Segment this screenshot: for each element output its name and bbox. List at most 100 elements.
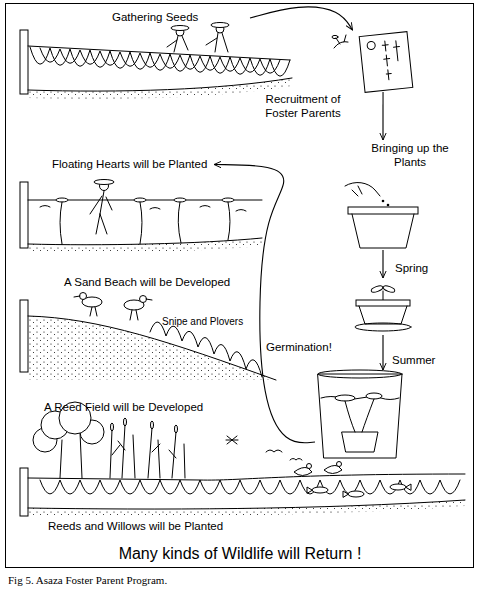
fish-tail — [343, 491, 348, 497]
inner-pot — [342, 432, 378, 452]
fish-tail — [406, 484, 411, 490]
plant-loops — [40, 48, 280, 73]
fish — [390, 484, 406, 490]
person-hat — [211, 23, 229, 28]
plant-loops — [40, 480, 460, 494]
flying-birds — [266, 450, 302, 460]
pot-step: Bringing up the Plants — [340, 140, 455, 250]
flow-arrow — [382, 335, 383, 370]
foster-card — [359, 32, 413, 93]
step-heading: A Sand Beach will be Developed — [64, 275, 294, 289]
figure-frame — [6, 4, 474, 568]
bank-post — [20, 468, 28, 516]
flow-arrow — [382, 250, 383, 278]
note-label: Germination! — [266, 340, 356, 355]
floating-leaf — [335, 395, 355, 401]
floating-leaf — [134, 198, 146, 202]
leaf-stem — [60, 202, 230, 244]
step-heading: Recruitment of Foster Parents — [253, 92, 353, 120]
beach-slope — [28, 316, 276, 380]
card-step: Recruitment of Foster Parents — [345, 30, 420, 92]
bank-post — [20, 30, 28, 94]
pot-body — [352, 214, 414, 248]
person-body — [167, 36, 188, 52]
glass-rim — [318, 370, 402, 378]
floating-leaf — [222, 198, 234, 202]
plover-legs — [74, 296, 97, 316]
dragonfly — [226, 436, 238, 444]
person-hat — [171, 26, 189, 31]
floating-leaf — [366, 393, 382, 399]
bank-post — [20, 300, 28, 372]
pot-rim — [356, 300, 410, 306]
pot-saucer — [355, 323, 411, 331]
step-note: Snipe and Plovers — [162, 315, 262, 329]
reed-stems — [110, 425, 185, 478]
plant-loops — [150, 322, 262, 377]
sand-stipple — [28, 316, 276, 380]
pot-rim — [348, 207, 418, 214]
reed-head — [124, 418, 127, 426]
step-note: Reeds and Willows will be Planted — [48, 519, 288, 533]
sowing-hand — [345, 183, 380, 196]
leaf-stem — [345, 399, 374, 432]
flow-arrow — [382, 92, 383, 140]
step-heading: A Reed Field will be Developed — [44, 400, 274, 414]
lake-bottom — [28, 500, 465, 509]
figure-caption: Fig 5. Asaza Foster Parent Program. — [8, 573, 167, 587]
seed — [382, 200, 385, 203]
seed — [387, 204, 390, 207]
plover-head — [140, 296, 147, 303]
step-heading: Summer — [392, 353, 462, 367]
tree-trunk — [60, 432, 82, 478]
fish-tail — [307, 487, 312, 493]
stage-scene: Gathering Seeds — [112, 8, 250, 28]
water-glass — [318, 374, 402, 458]
person-body — [90, 191, 112, 234]
flow-arrow — [214, 165, 315, 443]
plant-loops — [30, 47, 290, 76]
floating-leaf — [56, 198, 68, 202]
plover-head — [80, 293, 87, 300]
lake-bottom — [28, 238, 262, 245]
plover-legs — [130, 299, 152, 320]
sand-stipple — [28, 238, 262, 253]
duck-head — [337, 462, 342, 467]
stage-scene: Floating Hearts will be Planted — [52, 156, 214, 173]
sprout-stem — [383, 291, 384, 300]
season-step: Spring — [343, 278, 423, 335]
step-heading: Gathering Seeds — [112, 10, 242, 24]
season-step: Summer — [315, 370, 407, 460]
closing-slogan: Many kinds of Wildlife will Return ! — [60, 544, 420, 563]
person-body — [206, 33, 228, 52]
water-line — [321, 397, 399, 400]
pot-body — [359, 306, 407, 324]
floating-leaf — [174, 198, 186, 202]
sand-stipple — [28, 78, 292, 99]
sprig-leaf — [332, 35, 338, 38]
shore-line — [28, 474, 465, 480]
reed-head — [111, 423, 114, 431]
sprout-leaf — [383, 285, 396, 294]
duck-head — [307, 464, 312, 469]
fish — [312, 487, 328, 493]
reed-head — [175, 425, 178, 433]
seed-sprig — [334, 35, 348, 48]
step-heading: Spring — [395, 261, 455, 275]
stage-scene: A Sand Beach will be DevelopedSnipe and … — [30, 274, 280, 380]
sand-stipple — [28, 500, 465, 516]
card-writing — [382, 40, 403, 81]
lake-bottom — [28, 78, 292, 91]
water-ripple — [40, 206, 246, 212]
stage-scene: A Reed Field will be DevelopedReeds and … — [30, 398, 265, 538]
step-heading: Floating Hearts will be Planted — [52, 157, 252, 171]
bank-post — [20, 182, 28, 248]
step-heading: Bringing up the Plants — [368, 141, 452, 169]
reed-head — [151, 421, 154, 429]
fish — [348, 491, 364, 497]
flow-arrow — [250, 7, 353, 30]
sprout-leaf — [371, 285, 384, 294]
card-seal — [367, 41, 376, 50]
